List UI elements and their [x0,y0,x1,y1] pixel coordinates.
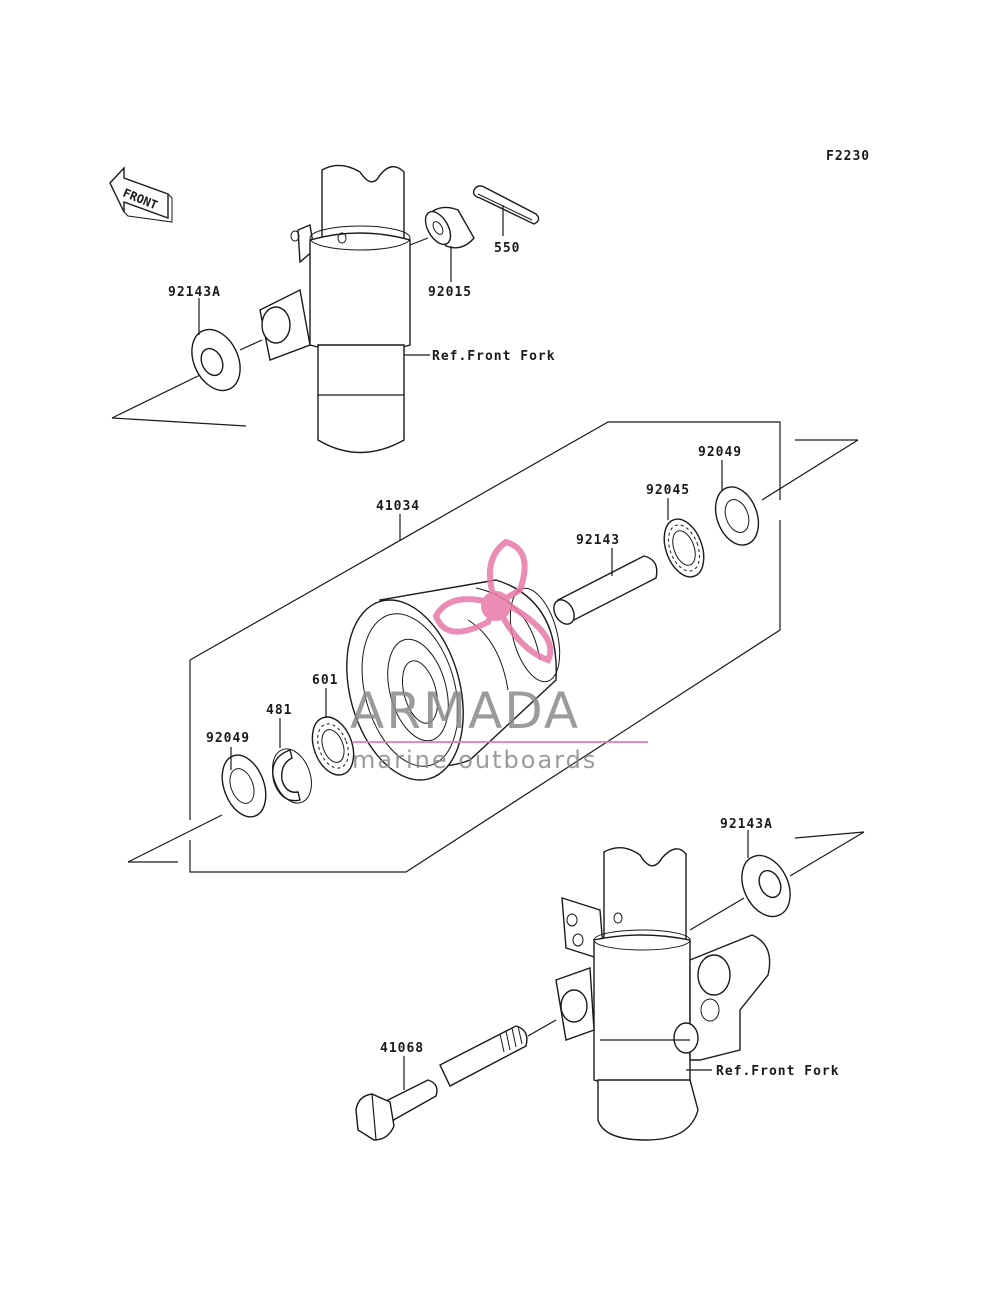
cotter-pin-550 [472,185,540,225]
label-92143A-bottom: 92143A [720,817,773,832]
spacer-92015 [409,206,475,249]
label-ref-front-fork-top: Ref.Front Fork [432,349,556,364]
hub-assembly-box [127,421,859,873]
seal-92049-left [221,754,267,818]
label-92049-left: 92049 [206,731,250,746]
label-550: 550 [494,241,520,256]
label-92015: 92015 [428,285,472,300]
watermark: ARMADA marine outboards [350,538,648,774]
watermark-brand: ARMADA [350,682,580,740]
axle-41068 [355,1019,557,1141]
front-arrow-icon: FRONT [109,166,173,223]
front-fork-left-drawing [259,164,411,454]
label-41068: 41068 [380,1041,424,1056]
front-fork-right-drawing [555,847,771,1141]
sleeve-92143 [553,555,658,625]
label-481: 481 [266,703,292,718]
collar-92143A-top [111,328,263,427]
watermark-tagline: marine outboards [352,746,597,774]
seal-92049-right [714,486,760,546]
label-601: 601 [312,673,338,688]
label-ref-front-fork-bottom: Ref.Front Fork [716,1064,840,1079]
circlip-481 [272,748,312,804]
label-41034: 41034 [376,499,420,514]
label-92049-right: 92049 [698,445,742,460]
propeller-logo-icon [432,538,554,664]
collar-92143A-bottom [689,831,865,931]
label-92143: 92143 [576,533,620,548]
diagram-code: F2230 [826,149,870,164]
label-92045: 92045 [646,483,690,498]
bearing-601 [311,716,355,776]
bearing-92045 [663,518,705,578]
label-92143A-top: 92143A [168,285,221,300]
